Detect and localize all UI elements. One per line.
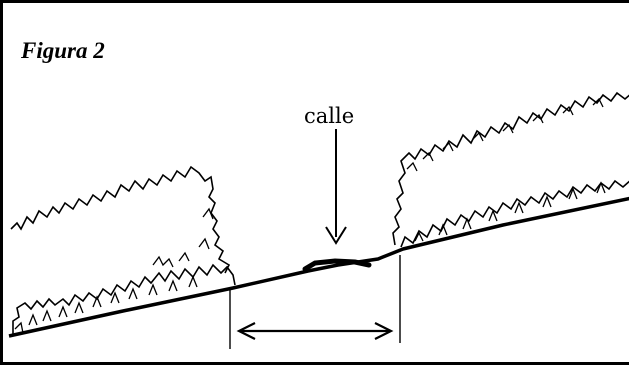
width-dimension-arrowhead-right [374,322,394,340]
street-label: calle [304,104,355,128]
left-shrub-detail [14,275,198,334]
left-tree-canopy [10,165,231,274]
left-shrub-row [12,263,236,335]
figure-title: Figura 2 [21,38,105,63]
ground-slope-line [8,196,629,338]
right-shrub-row [400,179,629,248]
width-dimension-arrowhead-left [236,322,256,340]
hillside-diagram [8,91,629,349]
street-surface [302,258,372,272]
street-pointer-arrowhead [325,226,347,245]
right-tree-canopy [392,91,629,246]
right-tree-foliage [406,97,604,172]
left-tree-foliage [152,207,214,268]
right-shrub-detail [414,181,606,242]
